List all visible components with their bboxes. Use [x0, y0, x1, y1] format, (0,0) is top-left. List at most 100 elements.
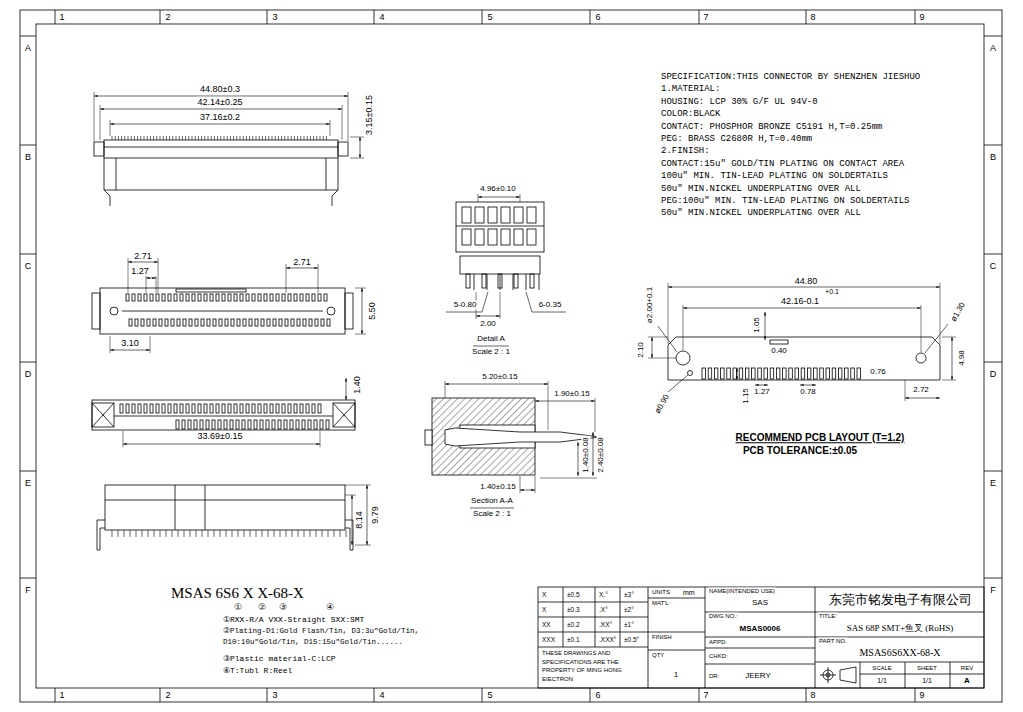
solder-tail [304, 530, 305, 537]
contact-pad [237, 319, 240, 326]
contact-tip [128, 136, 129, 140]
contact-slot [150, 404, 153, 413]
dimension-line [146, 278, 156, 279]
leader-line [925, 324, 948, 353]
contact-slot [270, 404, 273, 413]
extension-line [146, 276, 147, 293]
title-block-cell: DWG NO.: [708, 613, 739, 620]
contact-pad [174, 294, 177, 301]
pcb-outline [668, 337, 940, 380]
solder-tail [226, 530, 227, 537]
extension-line [342, 105, 343, 140]
contact-pad [324, 294, 327, 301]
pcb-pad [727, 368, 731, 379]
projection-symbol [828, 667, 829, 683]
part-number-code: ③Plastic material-C:LCP [222, 654, 337, 663]
title-block-cell: ±0.5° [623, 636, 640, 643]
contact-pad [183, 319, 186, 326]
detail-profile [460, 256, 540, 274]
contact-slot [514, 229, 523, 245]
peg [97, 520, 105, 550]
contact-slot [312, 404, 315, 413]
contact-pad [291, 319, 294, 326]
contact-pad [132, 294, 135, 301]
dimension-text: Scale 2 : 1 [472, 509, 512, 518]
solder-tail [154, 530, 155, 537]
part-number-code: ④ [325, 602, 335, 612]
contact-pad [294, 294, 297, 301]
pcb-pad [739, 368, 743, 379]
dimension-text: 44.80±0.3 [199, 84, 241, 94]
contact-tip [252, 136, 253, 140]
pcb-dimension: 2.72 [912, 385, 930, 394]
contact-tip [288, 136, 289, 140]
contact-slot [132, 404, 135, 413]
contact-tip [249, 136, 250, 140]
contact-slot [242, 420, 245, 429]
zone-tick [590, 688, 591, 702]
dimension-line [110, 124, 330, 125]
contact-tip [316, 136, 317, 140]
housing-front [100, 288, 345, 334]
contact-pad [126, 294, 129, 301]
contact-slot [278, 420, 281, 429]
contact-leg [500, 274, 501, 290]
spec-note: CONTACT: PHOSPHOR BRONZE C5191 H,T=0.25m… [660, 121, 883, 131]
leader-line [658, 326, 677, 352]
contact-slot [188, 420, 191, 429]
title-underline [473, 346, 509, 347]
contact-slot [290, 420, 293, 429]
solder-tail [286, 530, 287, 537]
pcb-dimension: 44.80 [794, 276, 819, 286]
zone-mark: 4 [378, 690, 385, 700]
title-block-cell: JEERY [744, 671, 772, 680]
pcb-hole [676, 351, 690, 365]
dimension-line [100, 109, 342, 110]
pcb-dimension: 1.27 [753, 387, 771, 396]
extension-line [150, 336, 151, 353]
contact-tip [192, 136, 193, 140]
contact-slot [144, 404, 147, 413]
zone-mark: 3 [271, 690, 278, 700]
zone-mark: 4 [378, 12, 385, 22]
contact-pad [195, 319, 198, 326]
zone-mark: 7 [702, 690, 709, 700]
dimension-line [476, 316, 500, 317]
zone-mark: B [24, 152, 32, 162]
spec-note: 50u″ MIN.NICKEL UNDERPLATING OVER ALL [660, 208, 862, 218]
pcb-hole [916, 353, 926, 363]
extension-line [445, 381, 446, 398]
housing-edge [116, 158, 117, 190]
dimension-text: 2.00 [479, 319, 497, 328]
contact-tip [118, 136, 119, 140]
dimension-line [367, 485, 368, 545]
contact-pad [321, 319, 324, 326]
zone-tick [55, 10, 56, 24]
contact-leg [474, 274, 475, 290]
table-rule [648, 598, 705, 599]
contact-slot [326, 420, 329, 429]
contact-tip [150, 136, 151, 140]
extension-line [110, 120, 111, 136]
spec-note: COLOR:BLACK [660, 109, 721, 119]
pcb-dimension: 0.40 [770, 346, 788, 355]
solder-tail [214, 530, 215, 537]
contact-pad [129, 319, 132, 326]
contact-tip [256, 136, 257, 140]
spec-note: HOUSING: LCP 30% G/F UL 94V-0 [660, 97, 819, 107]
extension-line [355, 334, 366, 335]
solder-tail [178, 530, 179, 537]
contact-tip [198, 136, 199, 140]
contact-slot [488, 207, 497, 223]
pcb-dimension: ø2.00+0.1 [645, 286, 654, 324]
housing-edge [114, 416, 333, 417]
contact-slot [306, 404, 309, 413]
zone-tick [374, 688, 375, 702]
zone-mark: D [989, 369, 998, 379]
title-underline [470, 508, 514, 509]
extension-line [478, 194, 479, 202]
contact-tip [144, 136, 145, 140]
extension-line [683, 305, 684, 350]
part-number-code: ②Plating-D1:Gold Flash/Tin, D3:3u″Gold/T… [222, 626, 469, 648]
housing-side [105, 485, 345, 530]
